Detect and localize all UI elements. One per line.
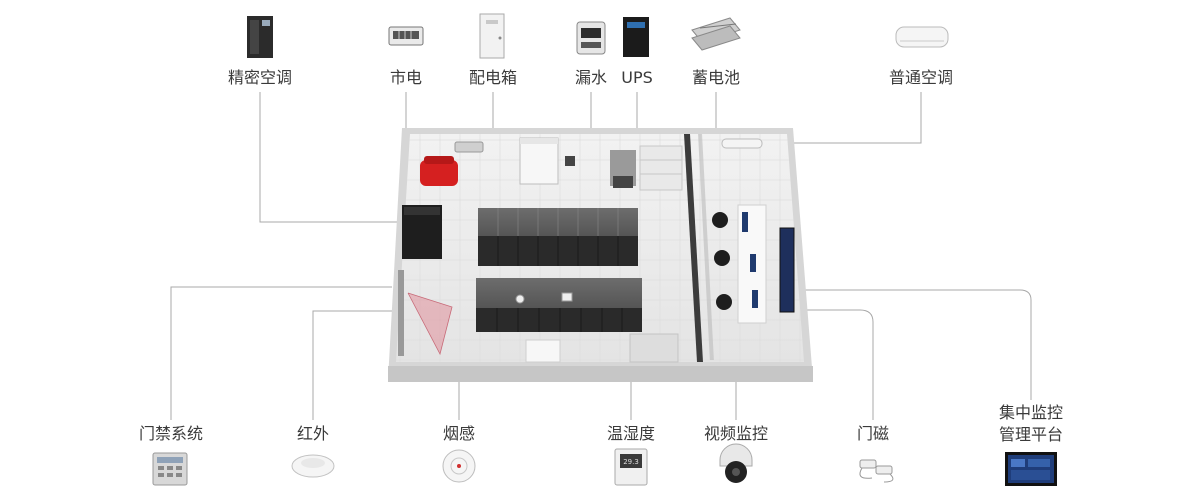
label-distribution-box: 配电箱 xyxy=(468,68,518,87)
split-ac-icon xyxy=(895,26,949,48)
room-precision-ac xyxy=(402,205,442,259)
fire-suppression-unit xyxy=(420,156,458,186)
label-platform: 集中监控 管理平台 xyxy=(999,402,1063,446)
label-precision-ac: 精密空调 xyxy=(227,68,293,87)
wall-screen xyxy=(779,227,795,313)
label-video: 视频监控 xyxy=(703,424,769,443)
room-equipment xyxy=(398,137,795,363)
line-normal-ac xyxy=(765,92,922,144)
room-mains-meter xyxy=(454,141,484,153)
power-meter-icon xyxy=(388,26,424,46)
line-door-magnet xyxy=(742,309,874,420)
label-ups: UPS xyxy=(621,68,653,87)
ups-tower-icon xyxy=(623,17,649,57)
keypad-icon xyxy=(152,452,188,486)
label-platform-line1: 集中监控 xyxy=(998,403,1064,422)
line-access-control xyxy=(170,286,392,420)
room-distribution-box xyxy=(519,137,559,185)
room-front-wall xyxy=(388,366,813,382)
line-precision-ac xyxy=(259,92,408,223)
room-box-2 xyxy=(629,333,679,363)
room-box-1 xyxy=(525,339,561,363)
label-normal-ac: 普通空调 xyxy=(888,68,954,87)
partition-wall xyxy=(684,134,703,362)
label-battery: 蓄电池 xyxy=(691,68,741,87)
label-access-control: 门禁系统 xyxy=(138,424,204,443)
monitor-screen-icon xyxy=(1005,452,1057,486)
dome-camera-icon xyxy=(719,443,753,483)
bottom-icons: 29.3 xyxy=(152,443,1057,486)
top-icons xyxy=(247,13,949,59)
door-magnet-icon xyxy=(859,459,894,483)
label-smoke: 烟感 xyxy=(442,424,476,443)
distribution-box-icon xyxy=(479,13,505,59)
room-ir-beam xyxy=(408,293,452,354)
label-infrared: 红外 xyxy=(296,424,330,443)
precision-ac-cabinet-icon xyxy=(247,16,273,58)
room-ups xyxy=(610,150,636,188)
line-infrared xyxy=(312,310,420,420)
room-wall-ac xyxy=(721,138,763,149)
battery-rack-icon xyxy=(691,17,741,51)
label-water-leak: 漏水 xyxy=(574,68,608,87)
smoke-detector-icon xyxy=(442,449,476,483)
label-door-magnet: 门磁 xyxy=(856,424,890,443)
operator-desks xyxy=(712,204,795,324)
label-platform-line2: 管理平台 xyxy=(998,425,1064,444)
line-platform xyxy=(800,289,1032,400)
svg-text:29.3: 29.3 xyxy=(623,458,639,466)
room-door xyxy=(398,270,404,356)
infrared-sensor-icon xyxy=(291,454,335,478)
rack-row-2 xyxy=(476,278,642,332)
water-leak-sensor-icon xyxy=(576,21,606,55)
rack-row-1 xyxy=(478,208,638,266)
room-leak-sensor xyxy=(565,156,575,166)
label-temp-humidity: 温湿度 xyxy=(606,424,656,443)
label-mains: 市电 xyxy=(389,68,423,87)
temp-humidity-sensor-icon: 29.3 xyxy=(614,448,648,486)
room-battery-stack xyxy=(639,145,683,191)
